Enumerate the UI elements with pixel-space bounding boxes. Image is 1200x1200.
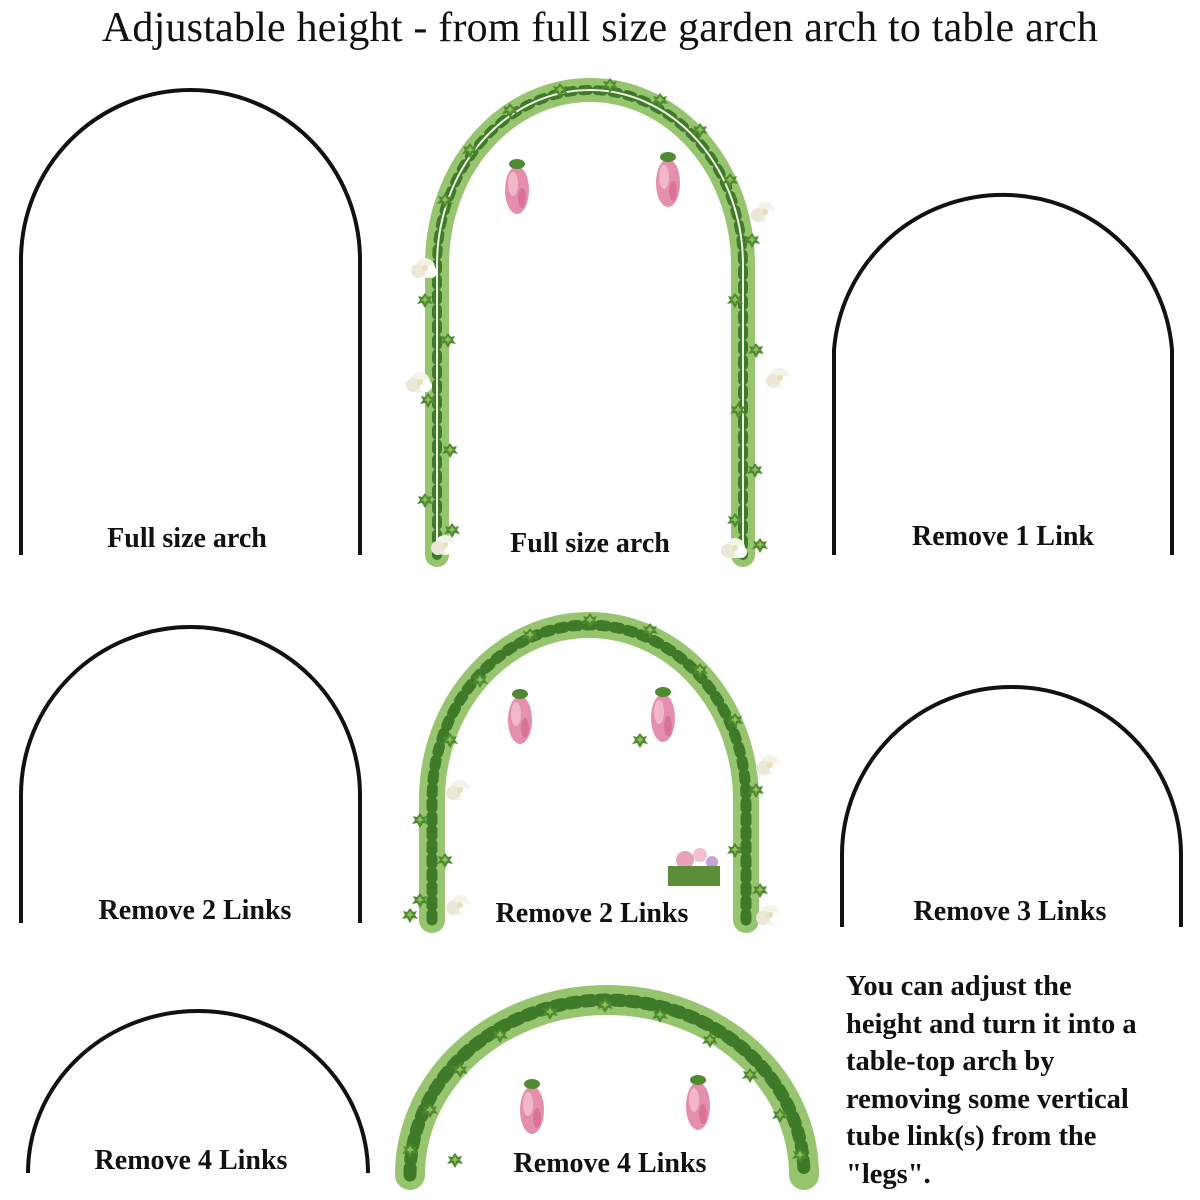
arch-label: Remove 2 Links xyxy=(99,895,292,926)
ivy-leaves xyxy=(402,998,808,1168)
arch-label: Remove 4 Links xyxy=(514,1148,707,1179)
adjustment-note: You can adjust the height and turn it in… xyxy=(846,968,1196,1193)
arch-outline-remove-1-link: Remove 1 Link xyxy=(832,192,1174,555)
arch-decorated-full-size: Full size arch xyxy=(406,78,792,567)
wisteria-flower-left xyxy=(520,1079,544,1134)
arch-decorated-remove-4-links: Remove 4 Links xyxy=(395,985,819,1190)
arch-label: Remove 1 Link xyxy=(912,521,1094,552)
note-line: table-top arch by xyxy=(846,1046,1055,1077)
pink-flower-pot xyxy=(668,848,720,886)
wisteria-flower-left xyxy=(505,159,529,214)
note-line: You can adjust the xyxy=(846,971,1072,1002)
arch-outline-remove-4-links: Remove 4 Links xyxy=(26,1009,370,1176)
page-title: Adjustable height - from full size garde… xyxy=(101,5,1099,51)
wisteria-flower-right xyxy=(651,687,675,742)
arch-label: Full size arch xyxy=(510,528,670,559)
arch-decorated-remove-2-links: Remove 2 Links xyxy=(402,612,782,933)
arch-label: Full size arch xyxy=(107,523,267,554)
note-line: removing some vertical xyxy=(846,1083,1129,1115)
note-line: "legs". xyxy=(846,1158,931,1190)
wisteria-flower-right xyxy=(656,152,680,207)
note-line: tube link(s) from the xyxy=(846,1121,1097,1152)
arch-outline-remove-3-links: Remove 3 Links xyxy=(840,685,1183,927)
arch-outline-remove-2-links: Remove 2 Links xyxy=(19,625,362,926)
arch-label: Remove 2 Links xyxy=(496,898,689,929)
wisteria-flower-right xyxy=(686,1075,710,1130)
arch-outline-full-size: Full size arch xyxy=(19,88,362,555)
arch-label: Remove 4 Links xyxy=(95,1145,288,1176)
wisteria-flower-left xyxy=(508,689,532,744)
note-line: height and turn it into a xyxy=(846,1008,1137,1040)
arch-label: Remove 3 Links xyxy=(914,896,1107,927)
